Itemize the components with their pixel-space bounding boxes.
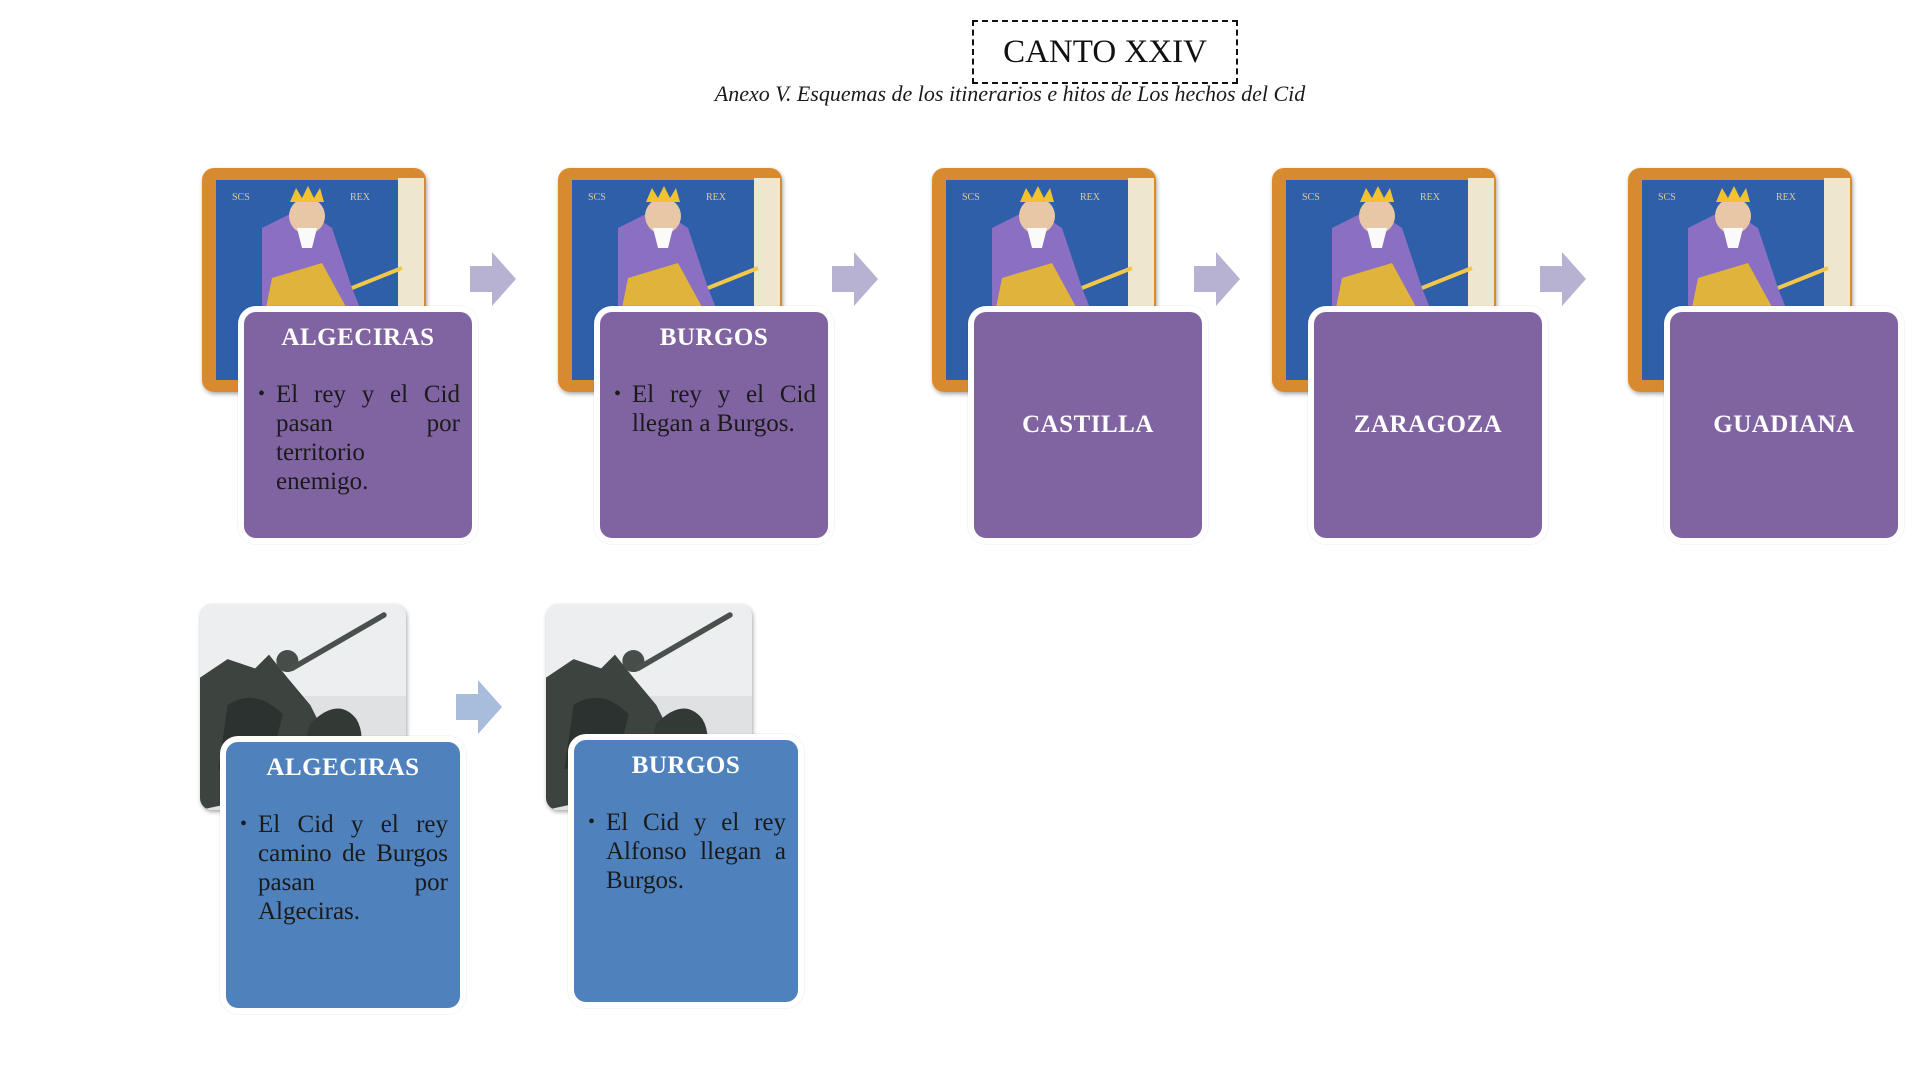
- row1-node-zaragoza: ZARAGOZA: [1272, 168, 1552, 544]
- arrow-right-icon: [470, 252, 516, 306]
- card-title: GUADIANA: [1713, 411, 1855, 438]
- row1-card-burgos: BURGOS El rey y el Cid llegan a Burgos.: [594, 306, 834, 544]
- row1-card-zaragoza: ZARAGOZA: [1308, 306, 1548, 544]
- card-title: ZARAGOZA: [1353, 411, 1503, 438]
- row1-node-guadiana: GUADIANA: [1628, 168, 1908, 544]
- row1-card-algeciras: ALGECIRAS El rey y el Cid pasan por terr…: [238, 306, 478, 544]
- card-title: BURGOS: [659, 324, 769, 351]
- arrow-right-icon: [1540, 252, 1586, 306]
- canto-title-box: CANTO XXIV: [972, 20, 1238, 84]
- page-subtitle: Anexo V. Esquemas de los itinerarios e h…: [714, 81, 1306, 106]
- row1-card-castilla: CASTILLA: [968, 306, 1208, 544]
- canto-title: CANTO XXIV: [1003, 33, 1207, 70]
- card-bullet: El rey y el Cid pasan por territorio ene…: [258, 380, 460, 496]
- card-title: ALGECIRAS: [266, 754, 420, 781]
- row2-node-burgos: BURGOS El Cid y el rey Alfonso llegan a …: [546, 604, 826, 1008]
- card-bullet: El Cid y el rey Alfonso llegan a Burgos.: [588, 808, 786, 895]
- row2-card-algeciras: ALGECIRAS El Cid y el rey camino de Burg…: [220, 736, 466, 1014]
- arrow-right-icon: [1194, 252, 1240, 306]
- row2-card-burgos: BURGOS El Cid y el rey Alfonso llegan a …: [568, 734, 804, 1008]
- arrow-right-icon: [832, 252, 878, 306]
- row1-node-algeciras: ALGECIRAS El rey y el Cid pasan por terr…: [202, 168, 482, 544]
- arrow-right-icon: [456, 680, 502, 734]
- card-bullet: El Cid y el rey camino de Burgos pasan p…: [240, 810, 448, 926]
- card-title: CASTILLA: [1022, 411, 1154, 438]
- card-bullet: El rey y el Cid llegan a Burgos.: [614, 380, 816, 438]
- row2-node-algeciras: ALGECIRAS El Cid y el rey camino de Burg…: [200, 604, 480, 1014]
- card-title: BURGOS: [631, 752, 741, 779]
- row1-node-castilla: CASTILLA: [932, 168, 1212, 544]
- row1-node-burgos: BURGOS El rey y el Cid llegan a Burgos.: [558, 168, 838, 544]
- card-title: ALGECIRAS: [281, 324, 435, 351]
- row1-card-guadiana: GUADIANA: [1664, 306, 1904, 544]
